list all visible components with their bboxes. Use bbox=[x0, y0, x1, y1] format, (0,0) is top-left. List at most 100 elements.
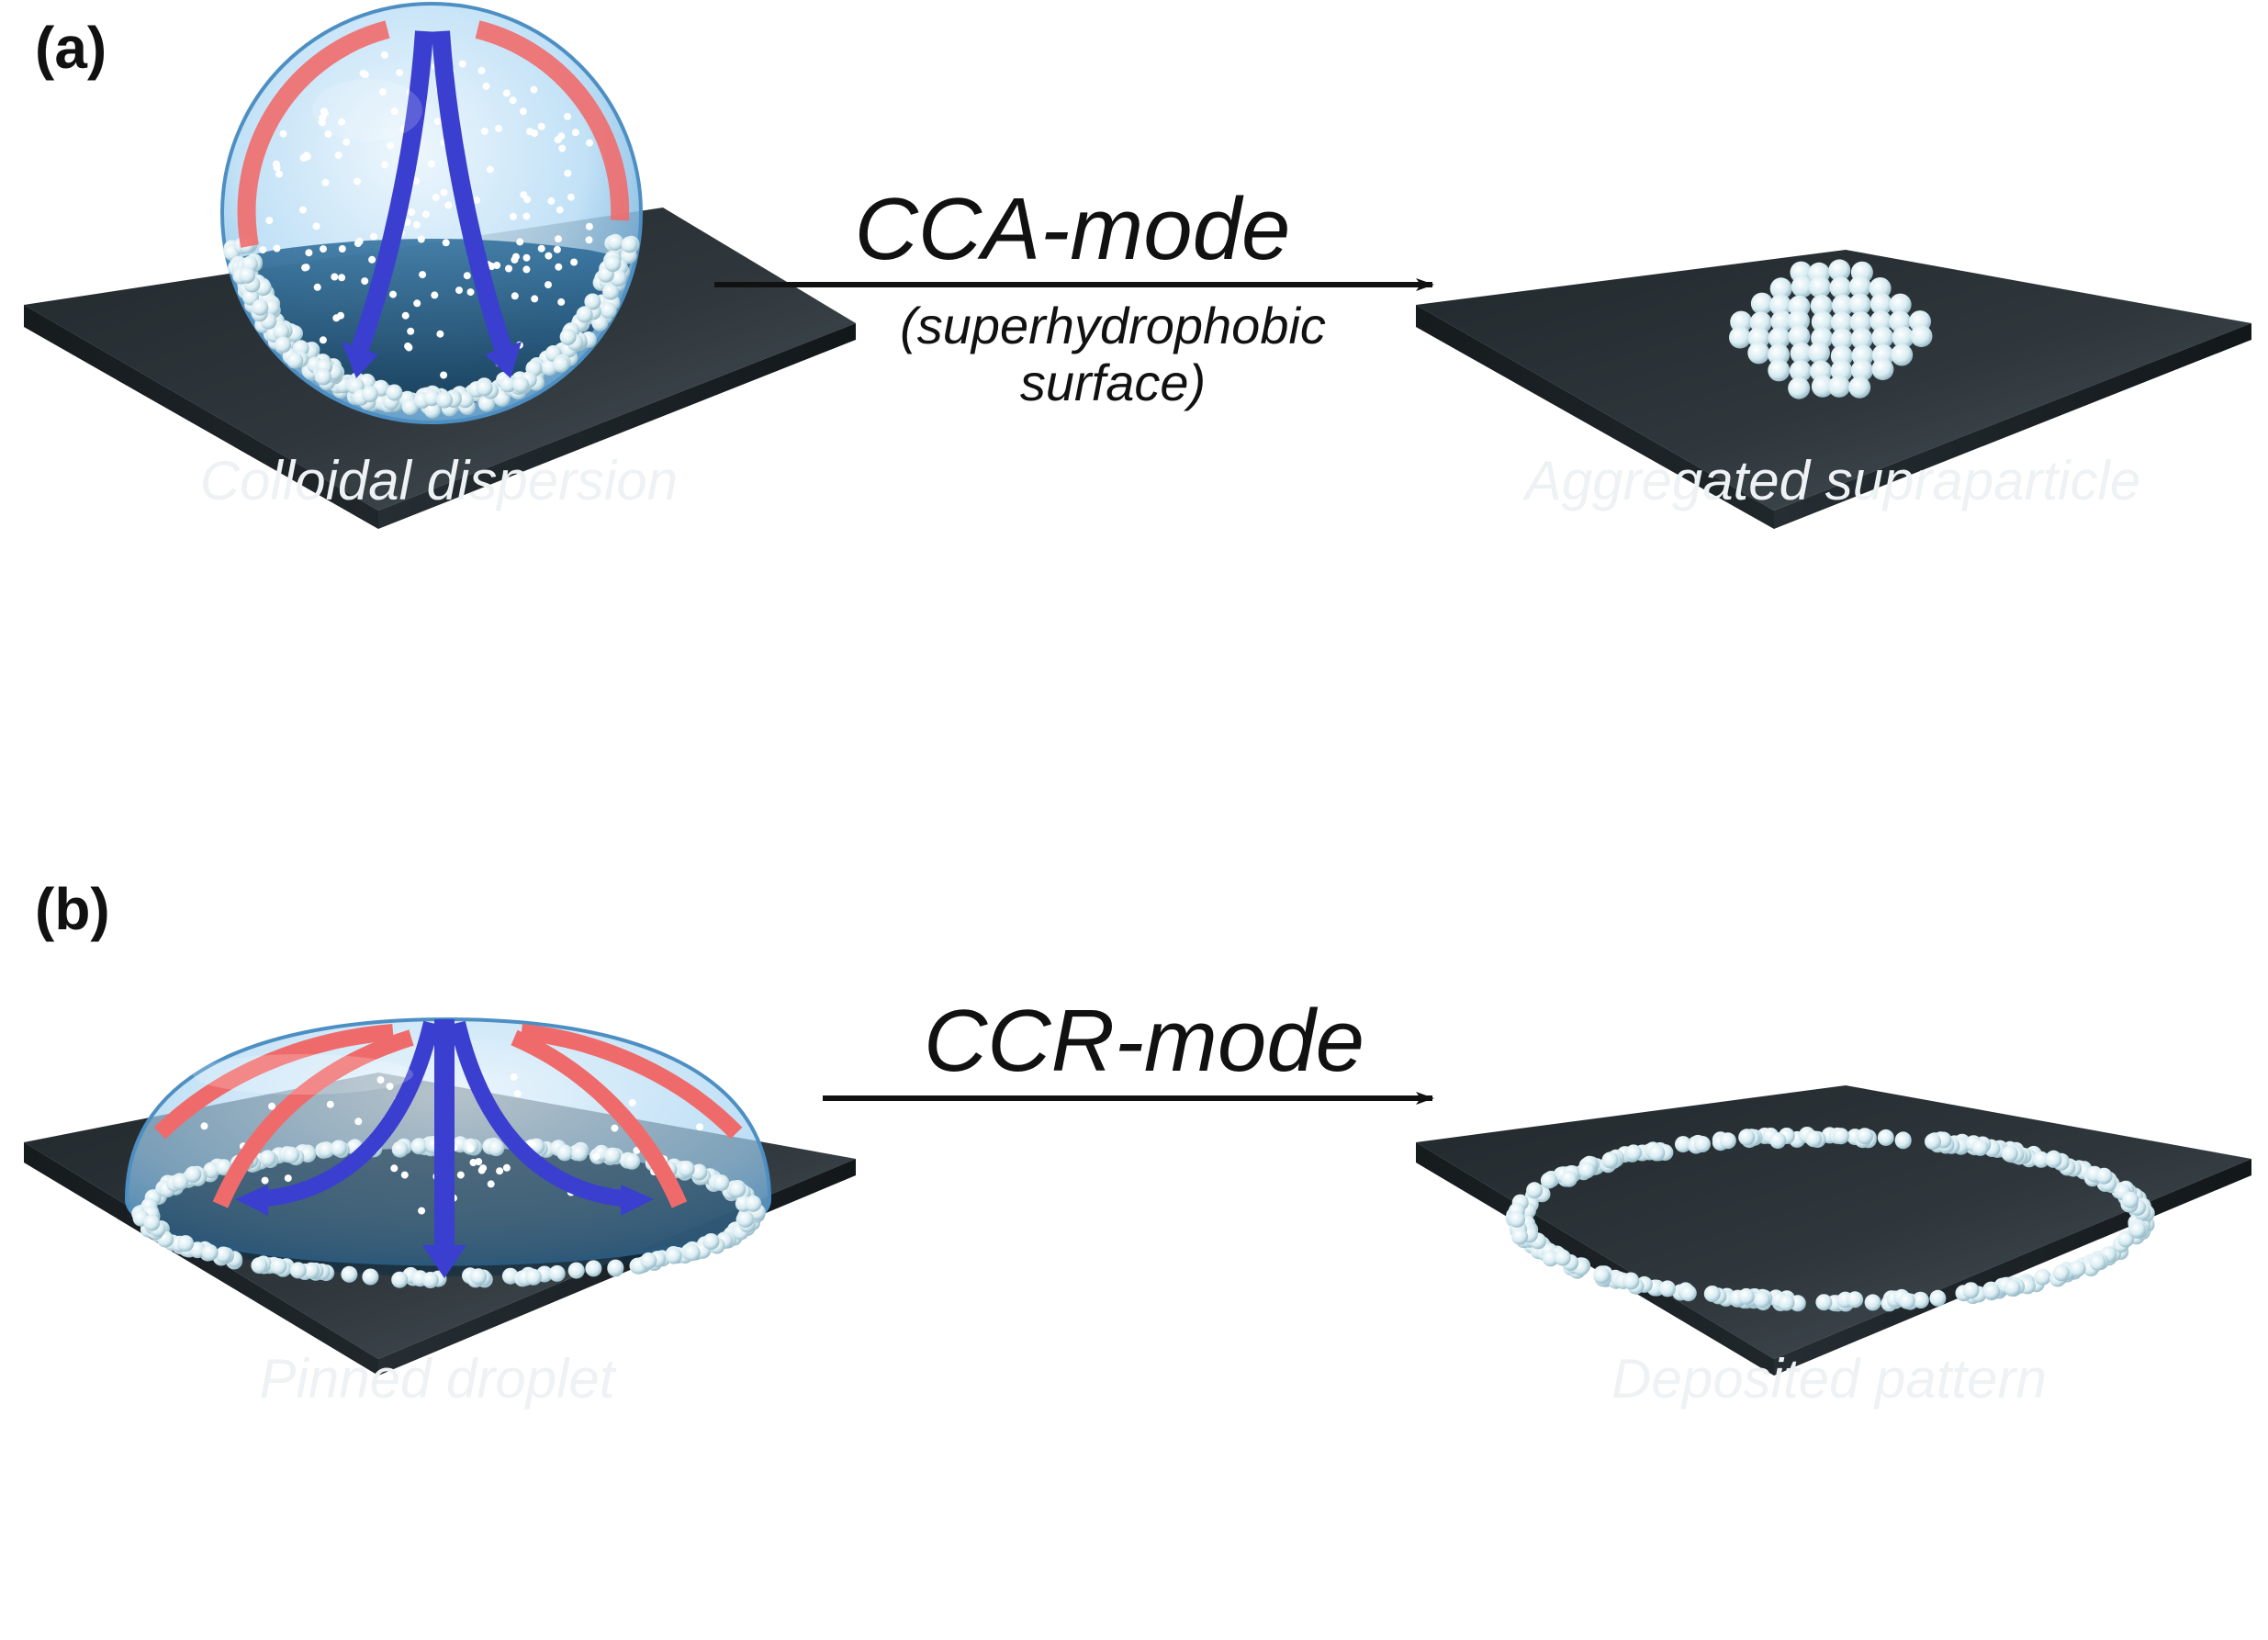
particle bbox=[275, 170, 283, 178]
particle bbox=[1850, 359, 1873, 382]
particle bbox=[177, 1235, 195, 1252]
particle bbox=[1894, 1132, 1912, 1150]
particle bbox=[1910, 325, 1933, 348]
particle bbox=[1542, 1250, 1559, 1267]
particle bbox=[1625, 1144, 1642, 1162]
particle bbox=[702, 1233, 720, 1250]
inward-flow-head-b-right bbox=[621, 1185, 654, 1216]
particle bbox=[1864, 1294, 1881, 1311]
particle bbox=[270, 1258, 287, 1275]
particle bbox=[522, 265, 531, 274]
particle bbox=[433, 118, 442, 126]
particle bbox=[1971, 1139, 1989, 1156]
particle bbox=[330, 1140, 347, 1157]
panel-b: (b) Pinned droplet bbox=[24, 876, 2251, 1410]
caption-aggregated-supraparticle: Aggregated supraparticle bbox=[1522, 450, 2140, 511]
particle bbox=[455, 286, 463, 295]
particle bbox=[275, 336, 292, 354]
particle bbox=[1554, 1249, 1571, 1266]
particle bbox=[526, 128, 533, 136]
particle bbox=[558, 144, 567, 152]
outward-flow-arrow-b-left-inner bbox=[212, 1029, 414, 1208]
particle bbox=[564, 112, 571, 120]
condition-line-2: surface) bbox=[1020, 354, 1206, 411]
particle bbox=[413, 299, 421, 308]
particle bbox=[1768, 359, 1791, 382]
particle bbox=[470, 1268, 487, 1286]
particle bbox=[390, 1164, 399, 1173]
caption-colloidal-dispersion: Colloidal dispersion bbox=[200, 450, 678, 511]
particle bbox=[312, 222, 320, 230]
inward-flow-arrow-left bbox=[351, 30, 433, 353]
particle bbox=[412, 177, 421, 185]
particle bbox=[1659, 1280, 1676, 1297]
particle bbox=[530, 85, 538, 94]
particle bbox=[417, 235, 425, 243]
particle bbox=[696, 1123, 703, 1131]
particle bbox=[623, 1152, 641, 1170]
particle bbox=[279, 129, 287, 138]
outward-flow-arrow-right bbox=[475, 20, 630, 221]
particle bbox=[1929, 1289, 1947, 1307]
colloidal-droplet bbox=[220, 2, 643, 424]
particle bbox=[407, 327, 415, 335]
particle bbox=[390, 107, 399, 116]
particle bbox=[401, 311, 410, 320]
particle bbox=[324, 130, 332, 139]
particle bbox=[1808, 342, 1830, 365]
particle bbox=[2089, 1253, 2106, 1271]
particle bbox=[713, 1174, 730, 1192]
particle bbox=[1578, 1162, 1596, 1179]
particle bbox=[315, 368, 331, 386]
particle bbox=[432, 193, 440, 201]
particle bbox=[1750, 292, 1773, 315]
particle bbox=[404, 343, 412, 350]
particle bbox=[513, 1090, 522, 1098]
particle bbox=[1769, 1132, 1787, 1150]
particle bbox=[1892, 326, 1914, 349]
particle bbox=[1540, 1172, 1557, 1189]
particle bbox=[273, 163, 281, 172]
particle bbox=[172, 1174, 189, 1191]
particle bbox=[1925, 1133, 1941, 1151]
particle bbox=[386, 384, 403, 401]
particle bbox=[302, 264, 310, 272]
particle bbox=[1694, 1136, 1711, 1152]
panel-a-label: (a) bbox=[35, 15, 107, 81]
particle bbox=[488, 263, 496, 270]
particle bbox=[400, 1171, 409, 1179]
particle bbox=[361, 386, 378, 403]
particle bbox=[555, 263, 563, 271]
particle bbox=[354, 1118, 363, 1126]
mode-label-ccr: CCR-mode bbox=[924, 992, 1364, 1090]
outward-flow-arrow-b-right-inner bbox=[511, 1029, 688, 1208]
panel-a: (a) Colloidal dispersion CCA-mode bbox=[24, 2, 2251, 529]
particle bbox=[729, 1181, 747, 1198]
particle bbox=[602, 283, 620, 300]
particle bbox=[476, 379, 493, 397]
particle bbox=[607, 233, 624, 251]
particle bbox=[305, 249, 313, 257]
particle bbox=[436, 330, 444, 338]
particle bbox=[185, 1166, 202, 1183]
particle bbox=[477, 66, 486, 74]
particle bbox=[320, 107, 328, 116]
particle bbox=[510, 212, 517, 220]
particle bbox=[362, 1268, 379, 1286]
particle bbox=[1769, 294, 1792, 317]
particle bbox=[386, 1083, 394, 1091]
particle bbox=[1768, 327, 1791, 350]
particle bbox=[391, 1271, 409, 1288]
particle bbox=[299, 206, 307, 214]
particle bbox=[239, 266, 256, 284]
particle bbox=[548, 1264, 566, 1282]
particle bbox=[1831, 294, 1854, 317]
particle bbox=[621, 236, 638, 253]
particle bbox=[1847, 1291, 1864, 1309]
aggregated-supraparticle bbox=[1729, 259, 1933, 399]
particle bbox=[555, 235, 562, 243]
particle bbox=[488, 1140, 505, 1157]
particle bbox=[341, 1265, 358, 1283]
outward-flow-arrow-b-right-outer bbox=[521, 1024, 743, 1140]
particle bbox=[1593, 1267, 1611, 1284]
